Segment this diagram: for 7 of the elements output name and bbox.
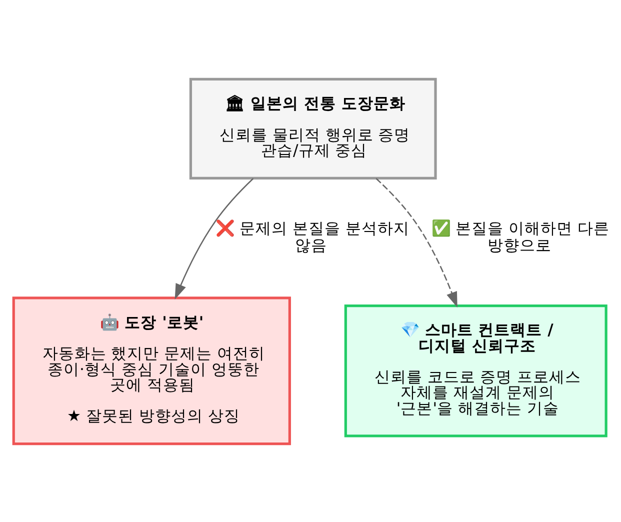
arrow — [376, 178, 458, 308]
edge-label: ✅ 본질을 이해하면 다른 방향으로 — [432, 219, 610, 254]
arrow — [174, 178, 254, 300]
node-box: 💎 스마트 컨트랙트 / 디지털 신뢰구조 신뢰를 코드로 증명 프로세스 자체를 재설계 문제의 '근본'을 해결하는 기술 — [344, 304, 608, 437]
node-box: 🏛 일본의 전통 도장문화 신뢰를 물리적 행위로 증명 관습/규제 중심 — [189, 77, 437, 179]
edge-label: ❌ 문제의 본질을 분석하지 않음 — [215, 219, 410, 254]
node-box: 🤖 도장 '로봇' 자동화는 했지만 문제는 여전히 종이·형식 중심 기술이 엉뚱한 곳에 적용됨 ★ 잘못된 방향성의 상징 — [12, 296, 291, 445]
